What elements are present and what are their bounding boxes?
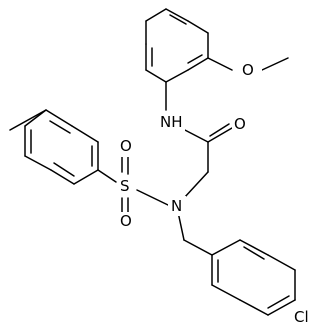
methoxy-group	[207, 57, 289, 71]
label-ether-o: O	[234, 60, 262, 80]
sulfonyl-oxygen-bottom-label: O	[120, 212, 132, 230]
label-carbonyl-o: O	[232, 115, 246, 133]
label-sulfonyl-o-top: O	[117, 137, 133, 157]
carbonyl-oxygen-label: O	[234, 115, 246, 133]
tolyl-ring	[9, 109, 99, 185]
label-nh: NH	[155, 112, 185, 132]
chlorine-label: Cl	[294, 308, 309, 326]
chlorobenzyl-group	[177, 211, 296, 316]
amide-linkage	[165, 81, 233, 199]
sulfur-label: S	[120, 177, 130, 195]
nh-label: NH	[160, 113, 183, 131]
label-chlorine: Cl	[292, 308, 316, 328]
ether-oxygen-label: O	[242, 61, 254, 79]
sulfonyl-oxygen-top-label: O	[120, 137, 132, 155]
label-sulfonyl-o-bottom: O	[117, 212, 133, 232]
methoxyphenyl-ring	[145, 8, 209, 83]
amine-nitrogen-label: N	[171, 197, 182, 215]
sulfonyl-group	[97, 149, 169, 219]
label-amine-n: N	[168, 196, 186, 216]
label-sulfur: S	[117, 177, 133, 197]
